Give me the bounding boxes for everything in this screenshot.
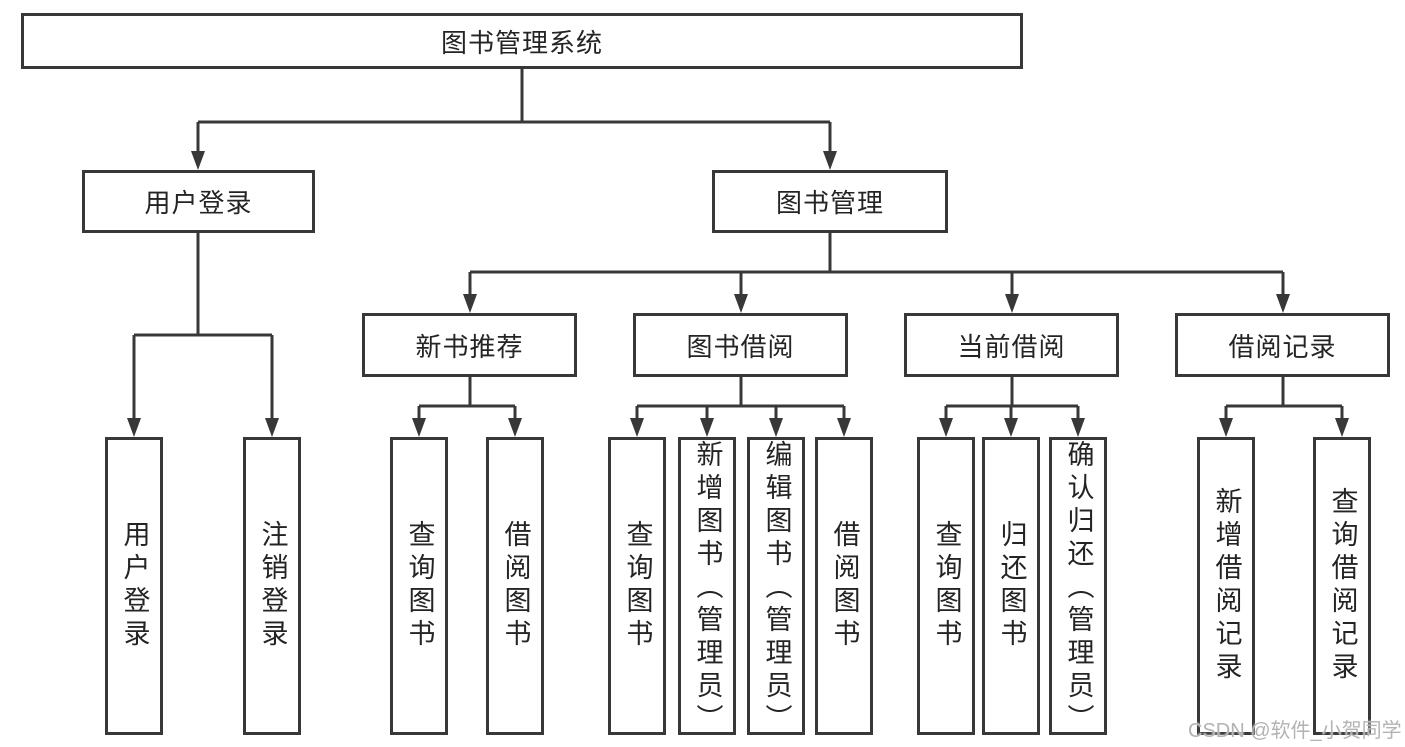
leaf-logout: 注销登录 [243,437,301,735]
leaf-label: 用户登录 [119,520,150,652]
node-library-management-system: 图书管理系统 [21,13,1023,69]
leaf-query-books-recommend: 查询图书 [390,437,448,735]
node-book-borrowing: 图书借阅 [633,313,848,377]
node-current-borrowing: 当前借阅 [904,313,1119,377]
node-user-login: 用户登录 [82,170,315,233]
leaf-label: 新增借阅记录 [1211,487,1242,685]
node-book-management: 图书管理 [712,170,948,233]
leaf-label: 查询图书 [931,520,962,652]
leaf-label: 借阅图书 [829,520,860,652]
leaf-label: 注销登录 [257,520,288,652]
leaf-user-login: 用户登录 [105,437,163,735]
leaf-query-borrowing-record: 查询借阅记录 [1313,437,1371,735]
leaf-label: 归还图书 [996,520,1027,652]
leaf-confirm-return-admin: 确认归还（管理员） [1049,437,1107,737]
leaf-query-books-borrowing: 查询图书 [608,437,666,735]
node-borrowing-records: 借阅记录 [1175,313,1390,377]
leaf-label: 查询图书 [404,520,435,652]
leaf-borrow-books-borrowing: 借阅图书 [815,437,873,735]
leaf-return-books: 归还图书 [982,437,1040,735]
leaf-borrow-books-recommend: 借阅图书 [486,437,544,735]
leaf-label: 借阅图书 [500,520,531,652]
leaf-label: 查询借阅记录 [1327,487,1358,685]
leaf-label: 查询图书 [622,520,653,652]
leaf-add-borrowing-record: 新增借阅记录 [1197,437,1255,735]
leaf-query-books-current: 查询图书 [917,437,975,735]
csdn-watermark: CSDN @软件_小贺同学 [1188,720,1402,742]
leaf-label: 确认归还（管理员） [1063,440,1094,737]
leaf-add-book-admin: 新增图书（管理员） [678,437,736,737]
node-new-book-recommendation: 新书推荐 [362,313,577,377]
leaf-edit-book-admin: 编辑图书（管理员） [747,437,805,737]
leaf-label: 编辑图书（管理员） [761,440,792,737]
leaf-label: 新增图书（管理员） [692,440,723,737]
